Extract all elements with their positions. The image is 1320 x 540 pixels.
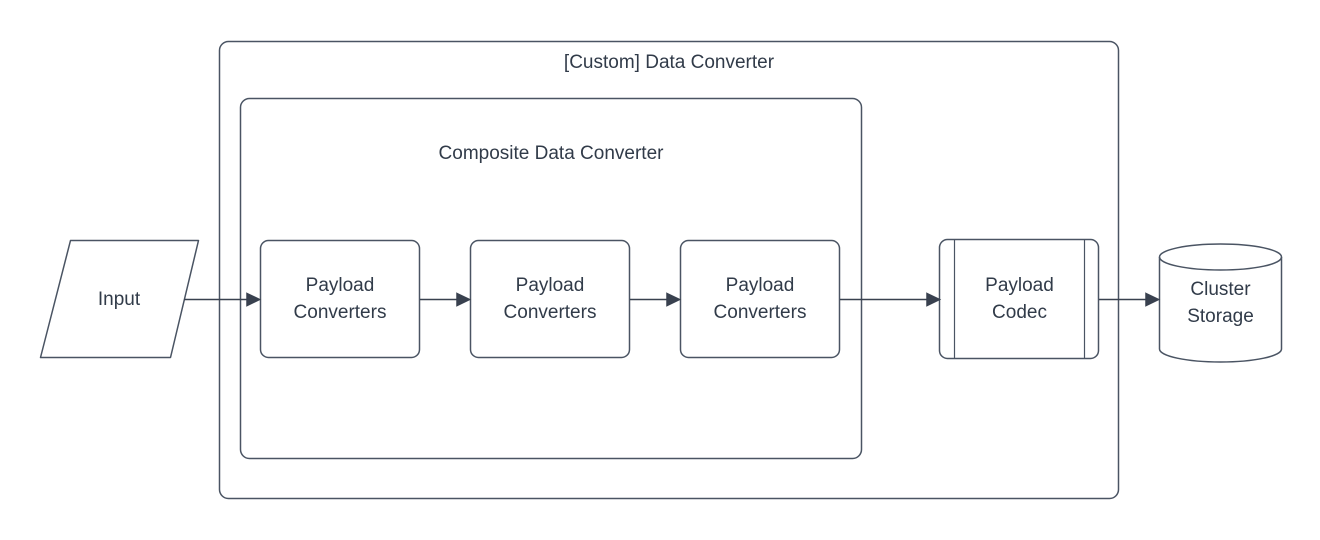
payload-converters-1-shape <box>259 239 421 359</box>
payload-converters-2-shape <box>469 239 631 359</box>
input-node-shape <box>39 239 200 359</box>
edge-input-to-converter1 <box>184 292 262 307</box>
payload-converters-3-shape <box>679 239 841 359</box>
edge-codec-to-storage <box>1099 292 1161 307</box>
edge-converter1-to-converter2 <box>420 292 472 307</box>
cluster-storage-shape <box>1158 243 1283 363</box>
payload-codec-shape <box>938 238 1100 360</box>
edge-converter2-to-converter3 <box>630 292 682 307</box>
edge-converter3-to-codec <box>840 292 942 307</box>
cluster-storage-top-ellipse <box>1158 256 1283 271</box>
